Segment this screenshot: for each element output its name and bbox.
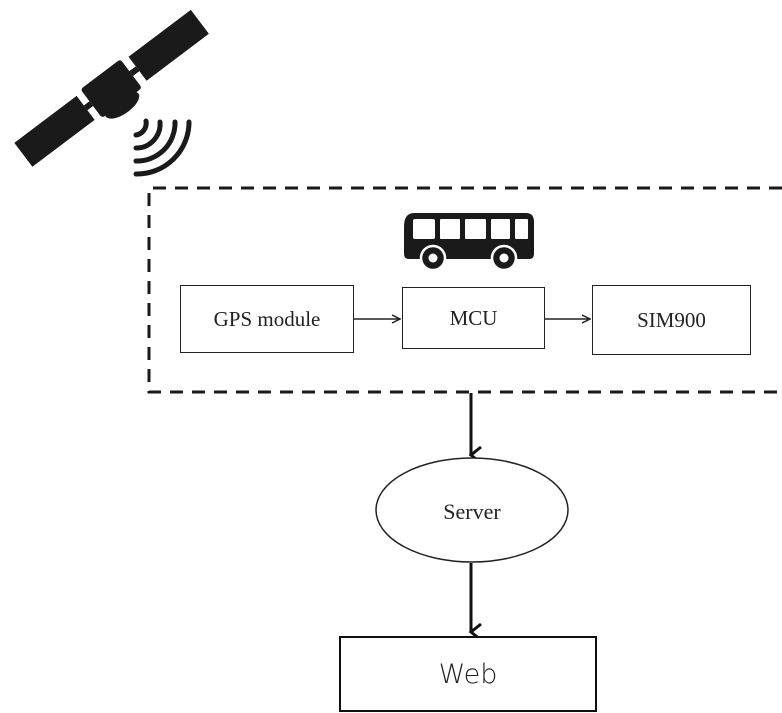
web-box: Web [339,636,597,712]
gps-module-box: GPS module [180,285,354,353]
sim900-box: SIM900 [592,285,751,355]
web-label: Web [438,658,498,690]
gps-module-label: GPS module [213,306,321,331]
mcu-box: MCU [402,287,545,349]
bus-icon [404,213,534,272]
satellite-icon [14,9,209,177]
server-node [375,457,569,563]
mcu-label: MCU [449,305,498,330]
sim900-label: SIM900 [637,307,706,332]
vehicle-unit-boundary [147,186,782,394]
server-label: Server [443,499,501,524]
